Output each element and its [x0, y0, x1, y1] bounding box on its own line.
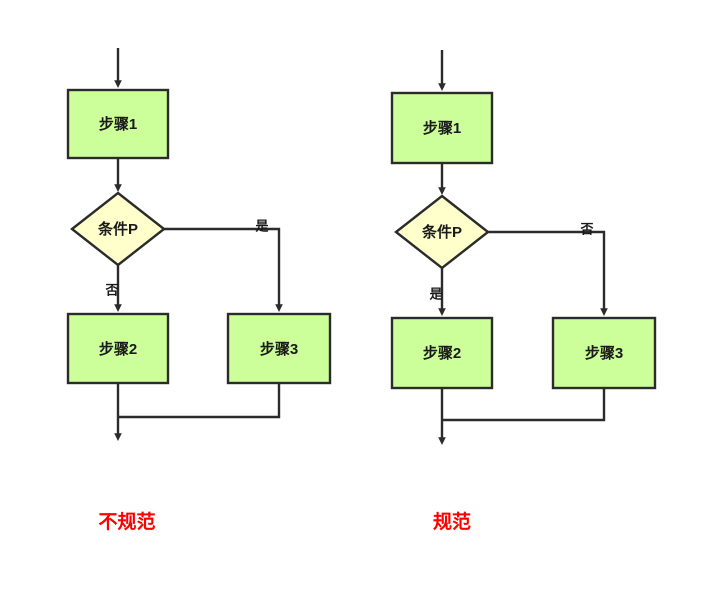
left-edge-label-down-branch: 否 [104, 282, 118, 297]
right-node-step3-label: 步骤3 [585, 345, 623, 362]
left-decision-right-connector [164, 227, 283, 313]
left-node-decision-label: 条件P [97, 220, 138, 238]
right-edge-label-right-branch: 否 [579, 221, 593, 236]
right-edge-label-down-branch: 是 [428, 286, 443, 301]
left-node-step2[interactable] [66, 312, 170, 385]
right-node-step1-label: 步骤1 [423, 120, 461, 137]
right-node-step2-label: 步骤2 [423, 345, 461, 362]
diagram-left: 步骤1 条件P 是 否 步骤2 步骤3 不规范 [66, 48, 332, 533]
left-merge-connector [118, 383, 281, 419]
right-merge-connector [442, 388, 606, 422]
left-node-step3[interactable] [226, 312, 332, 385]
right-node-step2[interactable] [390, 316, 494, 390]
right-node-decision-label: 条件P [421, 223, 462, 241]
left-node-step2-label: 步骤2 [99, 341, 137, 358]
right-decision-right-connector [488, 230, 608, 317]
right-caption: 规范 [433, 510, 471, 533]
left-node-step3-label: 步骤3 [260, 341, 298, 358]
left-caption: 不规范 [98, 510, 155, 533]
diagram-right: 步骤1 条件P 否 是 步骤2 步骤3 规范 [390, 50, 657, 533]
right-node-step3[interactable] [551, 316, 657, 390]
left-edge-label-right-branch: 是 [254, 218, 269, 233]
left-node-step1-label: 步骤1 [99, 116, 137, 133]
